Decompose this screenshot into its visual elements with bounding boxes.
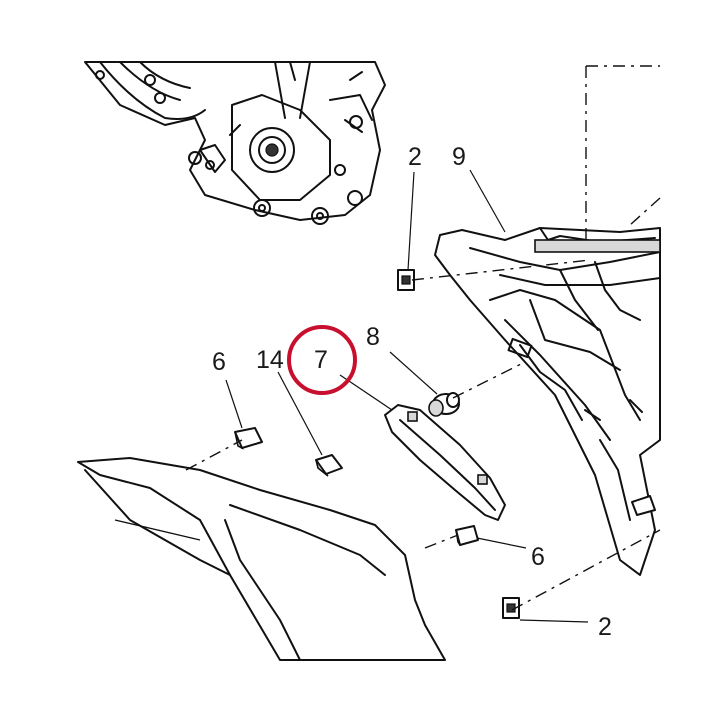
highlight-ring bbox=[287, 325, 357, 395]
callout-7: 7 bbox=[314, 346, 328, 374]
callout-6-left: 6 bbox=[212, 348, 226, 376]
callout-2-top: 2 bbox=[408, 143, 422, 171]
grommet-8 bbox=[428, 392, 460, 417]
clip-6-left bbox=[234, 427, 263, 450]
callout-6-right: 6 bbox=[531, 543, 545, 571]
callout-2-bottom: 2 bbox=[598, 613, 612, 641]
engine-casing bbox=[84, 61, 386, 225]
callout-8: 8 bbox=[366, 323, 380, 351]
speed-nut-2-top bbox=[397, 269, 415, 291]
side-panel-9 bbox=[434, 227, 661, 576]
callout-9: 9 bbox=[452, 143, 466, 171]
leader-lines bbox=[225, 169, 589, 623]
clip-6-right bbox=[455, 525, 479, 546]
assembly-centerlines bbox=[185, 65, 661, 611]
trim-strip-7 bbox=[384, 404, 506, 521]
rubber-piece-14 bbox=[315, 454, 343, 477]
clip-6-far-right bbox=[631, 495, 656, 516]
speed-nut-2-bottom bbox=[502, 597, 520, 619]
lower-fairing bbox=[77, 457, 446, 661]
callout-14: 14 bbox=[256, 346, 284, 374]
